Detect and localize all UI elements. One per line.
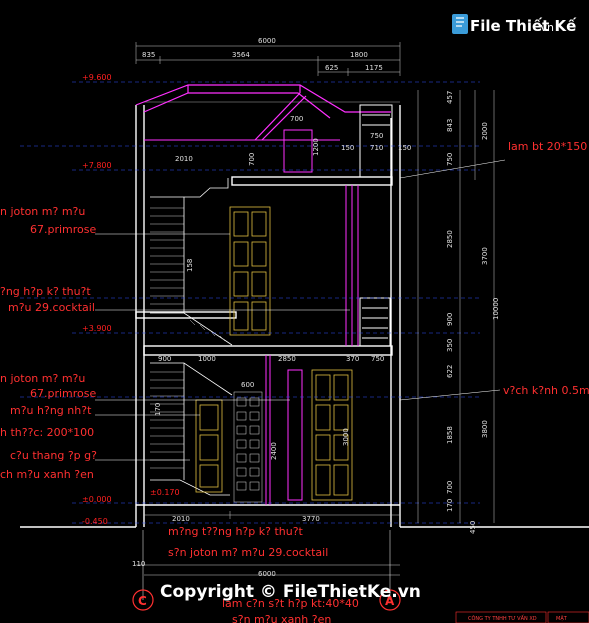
axis-marker-c: C	[132, 589, 154, 611]
building-outline	[20, 101, 589, 528]
dim-900: 900	[158, 355, 171, 363]
dim-r457: 457	[446, 91, 454, 104]
dim-r3800: 3800	[481, 420, 489, 438]
note-2: 67.primrose	[30, 223, 97, 236]
note-10: ch m?u xanh ?en	[0, 468, 94, 481]
dim-r2850: 2850	[446, 230, 454, 248]
note-right-1: lam bt 20*150	[508, 140, 587, 153]
top-dimensions: 6000 835 3564 1800 625 1175	[142, 37, 383, 72]
dim-r2000: 2000	[481, 122, 489, 140]
staircase	[150, 178, 233, 496]
note-14: s?n m?u xanh ?en	[232, 613, 331, 623]
dim-b3770: 3770	[302, 515, 320, 523]
axis-label-a: A	[385, 594, 395, 608]
dim-r700: 700	[446, 481, 454, 494]
dim-2850: 2850	[278, 355, 296, 363]
axis-marker-a: A	[379, 589, 401, 611]
note-12: s?n joton m? m?u 29.cocktail	[168, 546, 328, 559]
dim-r350: 350	[446, 339, 454, 352]
note-3: ?ng h?p k? thu?t	[0, 285, 91, 298]
dim-835: 835	[142, 51, 155, 59]
dim-r10000: 10000	[492, 298, 500, 320]
level-marks: +9.600 +7.800 +3.900 ±0.000 -0.450 ±0.17…	[82, 73, 180, 526]
dim-625: 625	[325, 64, 338, 72]
logo-text: File Thiết Kế	[470, 16, 577, 35]
logo-domain: .vn	[537, 21, 554, 34]
level-0170: ±0.170	[150, 488, 180, 497]
dim-750b: 750	[371, 355, 384, 363]
title-block-company: CÔNG TY TNHH TƯ VẤN XD	[468, 614, 537, 622]
note-4: m?u 29.cocktail	[8, 301, 95, 314]
note-1: n joton m? m?u	[0, 205, 85, 218]
note-8: h th??c: 200*100	[0, 426, 94, 439]
logo-file-icon	[452, 14, 468, 34]
dim-2010: 2010	[175, 155, 193, 163]
leader-lines	[95, 159, 506, 461]
bottom-dimensions: 2010 3770 6000 110	[132, 515, 320, 578]
logo-lines-icon	[456, 17, 464, 27]
dim-700v: 700	[248, 153, 256, 166]
material-notes: n joton m? m?u 67.primrose ?ng h?p k? th…	[0, 140, 589, 623]
level-3900: +3.900	[82, 324, 112, 333]
dim-r1858: 1858	[446, 426, 454, 444]
note-13: lam c?n s?t h?p kt:40*40	[222, 597, 359, 610]
dim-1800: 1800	[350, 51, 368, 59]
roof	[135, 84, 391, 141]
right-dimensions: 457 843 750 2000 2850 3700 900 350 622 1…	[446, 91, 500, 534]
level-9600: +9.600	[82, 73, 112, 82]
note-6: 67.primrose	[30, 387, 97, 400]
note-7: m?u h?ng nh?t	[10, 404, 92, 417]
dim-750: 750	[370, 132, 383, 140]
dim-r843: 843	[446, 119, 454, 132]
level-lines	[20, 81, 480, 524]
dim-r900: 900	[446, 313, 454, 326]
dim-1175: 1175	[365, 64, 383, 72]
dim-b6000: 6000	[258, 570, 276, 578]
level-0000: ±0.000	[82, 495, 112, 504]
dim-700: 700	[290, 115, 303, 123]
level-7800: +7.800	[82, 161, 112, 170]
title-block: CÔNG TY TNHH TƯ VẤN XD MẶT	[455, 611, 589, 623]
copyright-watermark: Copyright © FileThietKe.vn	[160, 582, 421, 602]
title-block-sheet: MẶT	[556, 615, 568, 622]
dim-b2010: 2010	[172, 515, 190, 523]
dimension-lines	[135, 42, 495, 600]
dim-150a: 150	[341, 144, 354, 152]
dim-710: 710	[370, 144, 383, 152]
note-5: n joton m? m?u	[0, 372, 85, 385]
dim-r450: 450	[469, 521, 477, 534]
dim-r170: 170	[446, 499, 454, 512]
dim-370: 370	[346, 355, 359, 363]
structural-members	[144, 104, 393, 505]
dim-1200: 1200	[312, 138, 320, 156]
dim-total: 6000	[258, 37, 276, 45]
dim-2400: 2400	[270, 442, 278, 460]
axis-label-c: C	[138, 594, 147, 608]
inner-dimensions: 700 750 150 710 150 2010 700 1200 158 90…	[154, 115, 411, 460]
stone-wall-pattern	[233, 391, 263, 503]
note-11: m?ng t??ng h?p k? thu?t	[168, 525, 304, 538]
dim-600: 600	[241, 381, 254, 389]
level-minus-0450: -0.450	[82, 517, 108, 526]
doors	[195, 206, 353, 501]
dim-r750: 750	[446, 153, 454, 166]
note-right-2: v?ch k?nh 0.5m	[503, 384, 589, 397]
dim-150b: 150	[398, 144, 411, 152]
dim-3000: 3000	[342, 428, 350, 446]
site-logo[interactable]: File Thiết Kế .vn	[452, 14, 577, 35]
note-9: c?u thang ?p g?	[10, 449, 97, 462]
dim-r622: 622	[446, 365, 454, 378]
dim-158: 158	[186, 259, 194, 272]
dim-r3700: 3700	[481, 247, 489, 265]
dim-3564: 3564	[232, 51, 250, 59]
dim-1000: 1000	[198, 355, 216, 363]
dim-170: 170	[154, 403, 162, 416]
dim-b110: 110	[132, 560, 145, 568]
